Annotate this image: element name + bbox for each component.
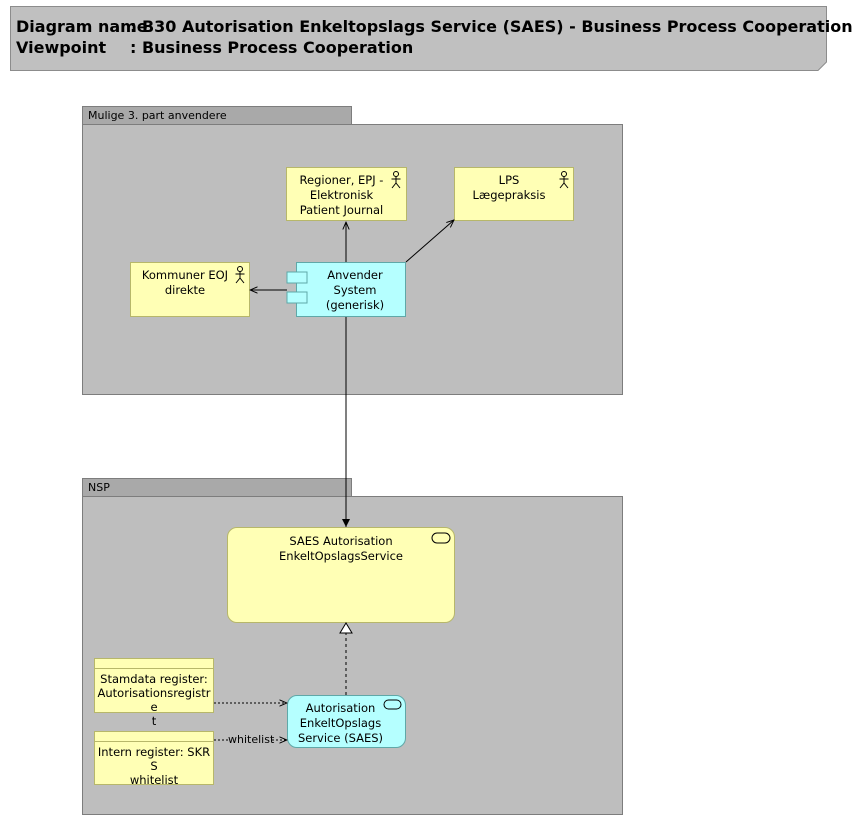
- element-label-line: whitelist: [129, 773, 179, 787]
- element-label-line: EnkeltOpslags: [299, 716, 382, 730]
- element-label-line: Service (SAES): [297, 731, 384, 745]
- group-nsp-tab[interactable]: NSP: [82, 478, 352, 497]
- component-anvender-system[interactable]: Anvender System (generisk): [296, 262, 406, 317]
- element-label-line: Elektronisk: [309, 188, 374, 202]
- element-label-line: Anvender System: [327, 268, 383, 297]
- data-object-intern-register[interactable]: Intern register: SKRS whitelist: [94, 731, 214, 787]
- viewpoint-label: Viewpoint: [16, 38, 107, 57]
- viewpoint-value: : Business Process Cooperation: [130, 38, 414, 57]
- element-label-line: Autorisation: [305, 701, 376, 715]
- group-nsp-title: NSP: [88, 481, 110, 494]
- actor-lps[interactable]: LPS Lægepraksis: [454, 167, 574, 221]
- element-label-line: Lægepraksis: [472, 188, 546, 202]
- element-label-line: Intern register: SKRS: [97, 745, 211, 773]
- element-label-line: Autorisationsregistre: [97, 686, 211, 714]
- business-service-saes[interactable]: SAES Autorisation EnkeltOpslagsService: [227, 527, 455, 623]
- group-third-party-tab[interactable]: Mulige 3. part anvendere: [82, 106, 352, 125]
- element-label-line: Regioner, EPJ -: [299, 173, 384, 187]
- element-label-line: SAES Autorisation: [289, 534, 393, 548]
- element-label-line: Kommuner EOJ: [141, 268, 229, 282]
- diagram-name-label: Diagram name: [16, 17, 148, 36]
- element-label-line: EnkeltOpslagsService: [279, 549, 403, 563]
- actor-regioner-epj[interactable]: Regioner, EPJ - Elektronisk Patient Jour…: [286, 167, 407, 221]
- application-service-saes[interactable]: Autorisation EnkeltOpslags Service (SAES…: [287, 695, 406, 748]
- group-third-party-title: Mulige 3. part anvendere: [88, 109, 227, 122]
- element-label-line: direkte: [164, 283, 206, 297]
- diagram-name-value: : B30 Autorisation Enkeltopslags Service…: [130, 17, 853, 36]
- element-label-line: (generisk): [325, 298, 385, 312]
- group-third-party-body[interactable]: [82, 124, 623, 395]
- element-label-line: t: [151, 714, 157, 728]
- edge-label-whitelist: whitelist: [228, 733, 275, 746]
- element-label-line: LPS: [498, 173, 520, 187]
- element-label-line: Stamdata register:: [100, 672, 208, 686]
- data-object-stamdata[interactable]: Stamdata register: Autorisationsregistre…: [94, 658, 214, 728]
- element-label-line: Patient Journal: [299, 203, 384, 217]
- header-banner-shape: [10, 6, 827, 71]
- actor-kommuner-eoj[interactable]: Kommuner EOJ direkte: [130, 262, 250, 317]
